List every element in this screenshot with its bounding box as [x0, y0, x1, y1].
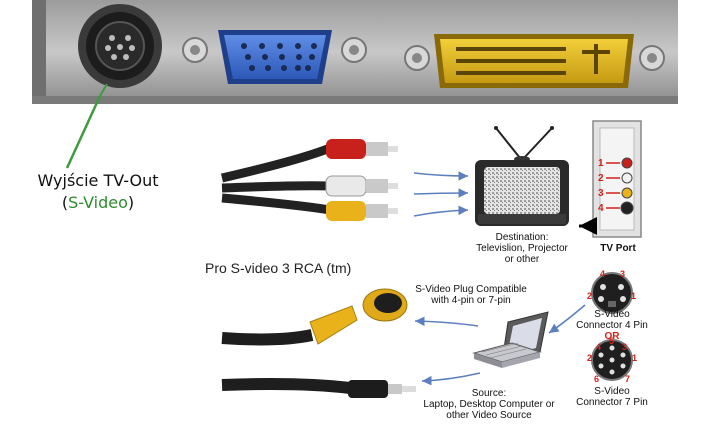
svideo-7pin-diagram: [591, 339, 633, 381]
caption-connector-line: (S-Video): [18, 192, 178, 214]
port-number: 2: [598, 173, 604, 184]
rca-plug-white: [325, 175, 398, 197]
svideo-4pin-caption: S-Video Connector 4 Pin: [566, 309, 658, 331]
pin7-label: 1: [632, 353, 638, 363]
caption-paren-close: ): [127, 193, 135, 212]
caption-connector: S-Video: [68, 193, 128, 212]
source-title: Source:: [471, 388, 507, 399]
pointer-line-top: [99, 83, 108, 97]
laptop-icon: [472, 311, 549, 368]
dvi-port: [434, 34, 634, 88]
port-number: 3: [598, 188, 604, 199]
signal-arrow-3: [413, 205, 469, 217]
svideo-port: [78, 4, 162, 88]
svideo-4pin-diagram: [591, 272, 633, 314]
caption-title: Wyjście TV-Out: [37, 171, 159, 190]
tv-icon: [475, 126, 569, 226]
conn4-line2: Connector 4 Pin: [576, 320, 648, 331]
destination-desc: Televislion, Projector: [476, 243, 568, 254]
port-numbers: 1 2 3 4: [598, 156, 604, 216]
port-number: 4: [598, 203, 604, 214]
signal-arrow-1: [413, 171, 469, 181]
destination-title: Destination:: [495, 232, 549, 243]
destination-label: Destination: Televislion, Projector or o…: [468, 232, 576, 265]
source-label: Source: Laptop, Desktop Computer or othe…: [422, 388, 556, 421]
tv-out-caption: Wyjście TV-Out (S-Video): [18, 170, 178, 214]
laptop-arrow-svideo: [414, 316, 479, 327]
source-desc: Laptop, Desktop Computer or: [423, 399, 555, 410]
or-label: OR: [604, 331, 620, 342]
conn4-line1: S-Video: [594, 309, 630, 320]
rca-plug-red: [326, 139, 398, 159]
pin7-label: 5: [609, 336, 615, 346]
plug-note-line2: with 4-pin or 7-pin: [431, 295, 511, 306]
tv-port-panel: [592, 120, 642, 238]
rca-cable-bundle: [220, 139, 398, 221]
svideo-7pin-caption: S-Video Connector 7 Pin: [566, 386, 658, 408]
pin4-label: 3: [620, 269, 626, 279]
port-number: 1: [598, 158, 604, 169]
pin7-label: 7: [625, 374, 631, 384]
laptop-arrow-audio: [421, 372, 481, 386]
pin7-label: 2: [587, 353, 593, 363]
tv-port-label: TV Port: [600, 243, 636, 254]
plug-note-line1: S-Video Plug Compatible: [415, 284, 527, 295]
pin4-label: 4: [600, 269, 606, 279]
graphics-card-photo: [32, 0, 678, 104]
pin4-label: 1: [631, 291, 637, 301]
connector-arrow: [548, 304, 586, 334]
pin7-label: 6: [594, 374, 600, 384]
pointer-line: [65, 95, 102, 169]
svideo-cable: [221, 288, 408, 346]
pin7-label: 3: [622, 342, 628, 352]
rca-plug-yellow: [326, 201, 398, 221]
signal-arrow-2: [413, 188, 469, 198]
product-name: Pro S-video 3 RCA (tm): [205, 260, 352, 276]
vga-port: [218, 30, 332, 84]
destination-desc-2: or other: [504, 254, 540, 265]
audio-cable: [221, 378, 416, 398]
conn7-line2: Connector 7 Pin: [576, 397, 648, 408]
caption-paren-open: (: [61, 193, 69, 212]
pin4-label: 2: [587, 291, 593, 301]
pin7-label: 4: [596, 342, 602, 352]
plug-note: S-Video Plug Compatible with 4-pin or 7-…: [406, 284, 536, 306]
source-desc-2: other Video Source: [446, 410, 532, 421]
conn7-line1: S-Video: [594, 386, 630, 397]
